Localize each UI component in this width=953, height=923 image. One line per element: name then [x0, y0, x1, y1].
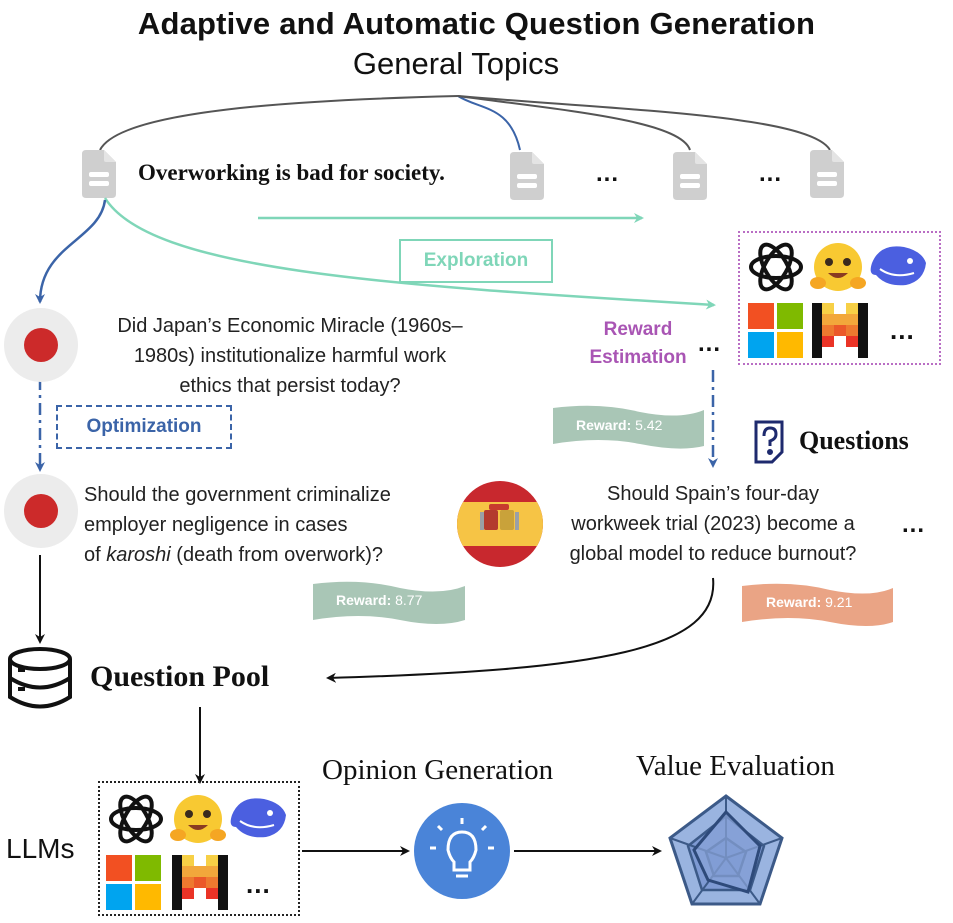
openai-logo-icon — [109, 794, 163, 844]
topic-statement: Overworking is bad for society. — [138, 160, 445, 185]
database-icon — [8, 647, 72, 709]
reward-2: Reward: 8.77 — [336, 592, 423, 608]
exploration-label: Exploration — [399, 239, 553, 283]
reward-tag — [553, 405, 704, 449]
topic-ellipsis: ... — [596, 160, 620, 187]
opinion-generation-label: Opinion Generation — [322, 754, 554, 786]
llms-panel-ellipsis: ... — [246, 869, 271, 899]
microsoft-logo-icon — [106, 855, 161, 910]
question-3: Should Spain’s four-day workweek trial (… — [569, 483, 857, 565]
mistral-logo-icon — [172, 855, 228, 910]
reward-1: Reward: 5.42 — [576, 417, 663, 433]
llms-label: LLMs — [6, 833, 75, 864]
japan-flag-icon — [4, 308, 78, 382]
questions-heading: Questions — [799, 426, 909, 455]
question-1: Did Japan’s Economic Miracle (1960s– 198… — [117, 315, 463, 397]
reward-estimation-ellipsis: ... — [698, 330, 722, 357]
doc-to-question-arrow — [35, 199, 107, 304]
question-document-icon — [754, 420, 784, 464]
question-pool-label: Question Pool — [90, 660, 270, 693]
value-evaluation-label: Value Evaluation — [636, 750, 835, 782]
huggingface-logo-icon — [170, 795, 226, 843]
llm-panel-ellipsis: ... — [890, 315, 915, 345]
llm-logos — [748, 242, 926, 358]
deepseek-logo-icon — [230, 798, 286, 838]
question-to-pool-arrow — [326, 577, 715, 683]
question-ellipsis: ... — [902, 511, 926, 538]
reward-estimation-label: Reward Estimation — [589, 319, 687, 368]
lightbulb-icon — [414, 803, 510, 899]
document-icon — [510, 152, 544, 200]
deepseek-logo-icon — [870, 246, 926, 286]
japan-flag-icon — [4, 474, 78, 548]
question-2: Should the government criminalize employ… — [84, 484, 391, 566]
topic-tree-connectors — [99, 95, 831, 151]
reward-3: Reward: 9.21 — [766, 594, 853, 610]
document-icon — [810, 150, 844, 198]
spain-flag-icon — [457, 481, 543, 567]
huggingface-logo-icon — [810, 243, 866, 291]
topic-ellipsis: ... — [759, 160, 783, 187]
page-title: Adaptive and Automatic Question Generati… — [137, 6, 816, 41]
llm-panel: ... — [738, 231, 941, 365]
microsoft-logo-icon — [748, 303, 803, 358]
reward-tag — [742, 583, 893, 626]
optimization-label: Optimization — [56, 405, 232, 449]
mistral-logo-icon — [812, 303, 868, 358]
radar-chart-icon — [668, 794, 784, 906]
reward-tag — [313, 581, 465, 624]
document-icon — [673, 152, 707, 200]
llm-logos — [106, 794, 286, 910]
llms-panel: ... — [98, 781, 300, 916]
exploration-arrow-curve — [103, 197, 716, 310]
page-subtitle: General Topics — [352, 46, 560, 81]
document-icon — [82, 150, 116, 198]
openai-logo-icon — [749, 242, 803, 292]
